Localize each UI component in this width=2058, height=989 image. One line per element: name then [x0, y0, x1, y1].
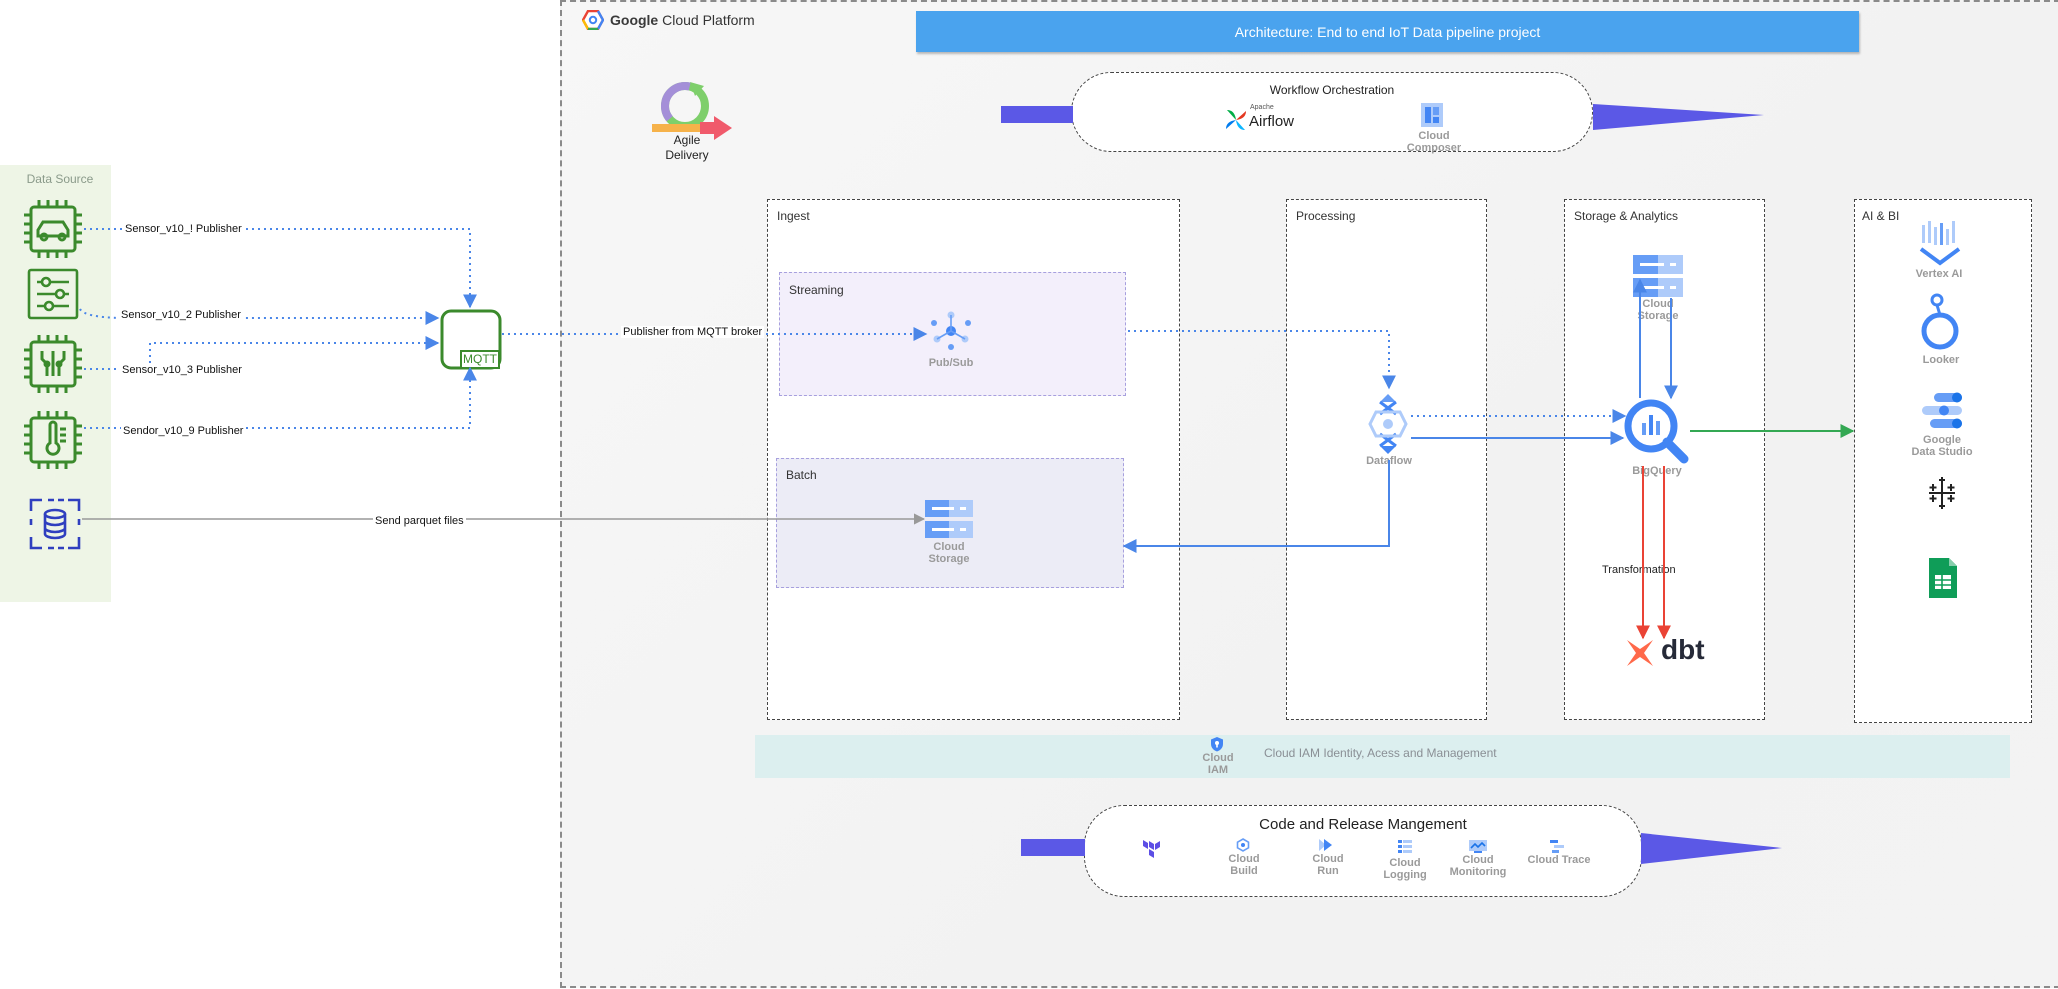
run-line1: Cloud [1312, 853, 1344, 865]
agile-line1: Agile [673, 133, 701, 147]
sensor-car-icon [22, 198, 84, 260]
sensor-sliders-icon [27, 268, 79, 320]
pubsub-icon [928, 311, 974, 356]
studio-line2: Data Studio [1911, 446, 1973, 458]
cloud-monitoring-label: Cloud Monitoring [1448, 854, 1508, 878]
build-line2: Build [1230, 865, 1258, 877]
batch-cloud-storage-icon [924, 499, 974, 544]
gcp-title: Google Cloud Platform [610, 12, 755, 28]
cloud-composer-label: Cloud Composer [1404, 130, 1464, 154]
vertex-ai-icon [1918, 219, 1962, 272]
mqtt-label: MQTT [463, 352, 497, 366]
data-studio-icon [1920, 391, 1964, 436]
build-line1: Cloud [1228, 853, 1260, 865]
airflow-apache-text: Apache [1250, 104, 1274, 111]
wire-sensor-1 [84, 228, 477, 309]
batch-link-label: Send parquet files [373, 515, 466, 527]
pubsub-label: Pub/Sub [928, 357, 974, 369]
looker-icon [1918, 292, 1962, 359]
dataflow-icon [1365, 392, 1411, 461]
cloud-build-icon [1236, 838, 1250, 857]
code-release-pill [1084, 805, 1642, 897]
terraform-icon [1143, 840, 1161, 865]
sensor-thermometer-icon [22, 409, 84, 471]
cloud-logging-icon [1397, 839, 1413, 860]
ai-bi-section [1854, 199, 2032, 723]
analytics-cloud-storage-icon [1632, 254, 1684, 303]
bigquery-icon [1622, 397, 1690, 470]
processing-title: Processing [1296, 209, 1356, 223]
workflow-orchestration-pill [1071, 72, 1593, 152]
iam-bar [755, 735, 2010, 778]
cloud-iam-label: Cloud IAM [1188, 752, 1248, 776]
cloud-run-icon [1318, 838, 1334, 857]
sensor-circuit-icon [22, 333, 84, 395]
monitoring-line2: Monitoring [1449, 866, 1507, 878]
gcp-name: Cloud Platform [662, 12, 755, 28]
logging-line2: Logging [1383, 869, 1427, 881]
batch-title: Batch [786, 468, 817, 482]
iam-description: Cloud IAM Identity, Acess and Management [1264, 746, 1497, 760]
storage-analytics-title: Storage & Analytics [1574, 209, 1679, 223]
dbt-logo-icon [1623, 636, 1657, 675]
cloud-composer-icon [1419, 101, 1445, 134]
iam-line1: Cloud [1202, 752, 1234, 764]
batch-storage-line1: Cloud [933, 541, 965, 553]
analytics-storage-line2: Storage [1637, 310, 1679, 322]
streaming-title: Streaming [789, 283, 844, 297]
cloud-logging-label: Cloud Logging [1375, 857, 1435, 881]
composer-line2: Composer [1406, 142, 1462, 154]
looker-label: Looker [1922, 354, 1960, 366]
google-sheets-icon [1927, 556, 1959, 605]
cloud-trace-icon [1549, 839, 1565, 860]
code-release-title: Code and Release Mangement [1259, 816, 1467, 833]
data-source-title: Data Source [26, 172, 94, 186]
analytics-storage-line1: Cloud [1642, 298, 1674, 310]
analytics-cloud-storage-label: Cloud Storage [1628, 298, 1688, 322]
agile-delivery-label: Agile Delivery [662, 133, 712, 163]
composer-line1: Cloud [1418, 130, 1450, 142]
cloud-run-label: Cloud Run [1298, 853, 1358, 877]
dbt-logo-text: dbt [1661, 634, 1705, 665]
batch-storage-line2: Storage [928, 553, 970, 565]
run-line2: Run [1317, 865, 1339, 877]
publisher-label-3: Sensor_v10_3 Publisher [120, 364, 244, 376]
batch-cloud-storage-label: Cloud Storage [919, 541, 979, 565]
iam-line2: IAM [1207, 764, 1229, 776]
database-source-icon [28, 497, 82, 551]
agile-line2: Delivery [665, 148, 709, 162]
processing-section [1286, 199, 1487, 720]
workflow-title: Workflow Orchestration [1269, 83, 1395, 97]
cloud-build-label: Cloud Build [1214, 853, 1274, 877]
vertex-ai-label: Vertex AI [1915, 268, 1963, 280]
bigquery-label: BigQuery [1632, 465, 1682, 477]
mqtt-link-label: Publisher from MQTT broker [621, 326, 765, 338]
data-studio-label: Google Data Studio [1909, 434, 1975, 458]
gcp-logo-icon [581, 9, 605, 35]
airflow-logo-text: Airflow [1249, 113, 1295, 130]
monitoring-line1: Cloud [1462, 854, 1494, 866]
ingest-title: Ingest [777, 209, 810, 223]
tableau-icon [1925, 476, 1959, 515]
ai-bi-title: AI & BI [1862, 209, 1900, 223]
publisher-label-1: Sensor_v10_! Publisher [123, 223, 244, 235]
architecture-banner: Architecture: End to end IoT Data pipeli… [916, 11, 1859, 52]
cloud-iam-icon [1209, 736, 1225, 757]
agile-delivery-icon [650, 78, 736, 153]
transformation-label: Transformation [1602, 564, 1676, 576]
airflow-pinwheel-icon [1224, 108, 1248, 137]
gcp-brand: Google [610, 12, 659, 28]
dataflow-label: Dataflow [1366, 455, 1412, 467]
wire-sensor-4 [84, 366, 477, 429]
logging-line1: Cloud [1389, 857, 1421, 869]
cloud-trace-label: Cloud Trace [1527, 854, 1591, 866]
publisher-label-2: Sensor_v10_2 Publisher [119, 309, 243, 321]
publisher-label-4: Sendor_v10_9 Publisher [121, 425, 246, 437]
cloud-monitoring-icon [1468, 839, 1488, 859]
studio-line1: Google [1923, 434, 1961, 446]
